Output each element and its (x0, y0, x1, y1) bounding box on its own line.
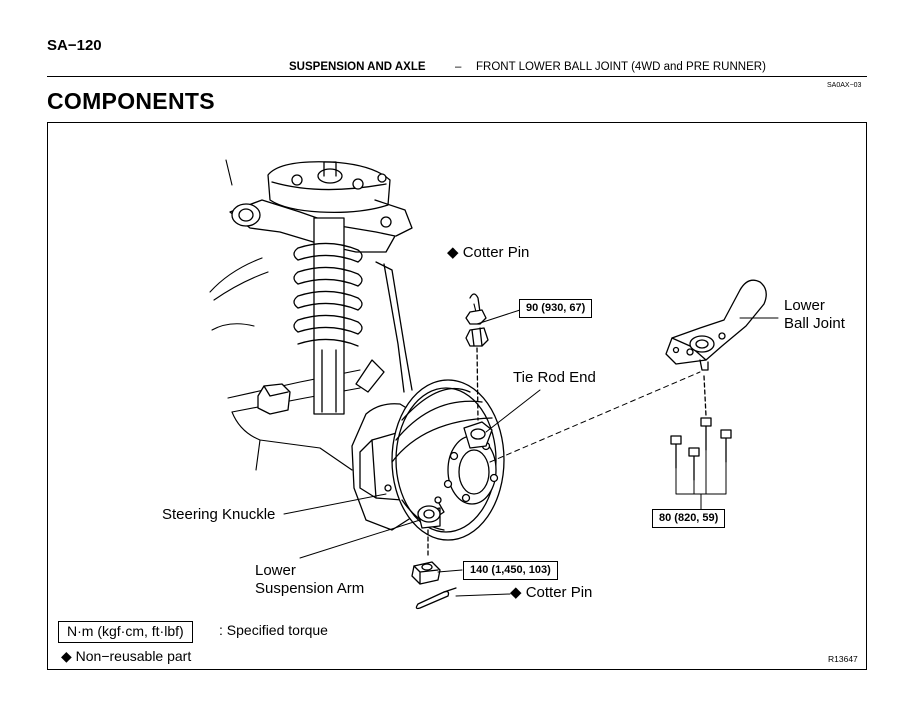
cotter-pin-bottom-label: ◆ Cotter Pin (510, 584, 593, 601)
upper-control-arm (229, 161, 413, 253)
brake-rotor (391, 379, 505, 541)
torque-unit-box: N·m (kgf·cm, ft·lbf) (58, 621, 193, 643)
lower-ball-joint-label-line2: Ball Joint (784, 315, 845, 332)
lower-arm-label-line2: Suspension Arm (255, 580, 365, 597)
alignment-dashed-line (489, 371, 701, 463)
section-title: SUSPENSION AND AXLE (289, 61, 426, 73)
doc-code: SA0AX−03 (827, 82, 862, 89)
steering-knuckle-label: Steering Knuckle (162, 506, 276, 523)
lower-arm-label-line1: Lower (255, 562, 296, 579)
ball-joint-nut (411, 561, 441, 585)
ball-joint-nut-torque: 140 (1,450, 103) (463, 561, 558, 580)
lower-ball-joint-label-line1: Lower (784, 297, 825, 314)
ball-joint-bolts-torque: 80 (820, 59) (652, 509, 726, 528)
cotter-pin-top-label: ◆ Cotter Pin (447, 244, 530, 261)
lower-ball-joint (665, 279, 767, 371)
tie-rod-nut-torque: 90 (930, 67) (519, 299, 593, 318)
subsection-title: FRONT LOWER BALL JOINT (4WD and PRE RUNN… (476, 61, 766, 73)
tie-rod-nut-assembly (465, 293, 489, 421)
header-separator: – (455, 61, 462, 73)
frame-bracket (257, 383, 291, 415)
steering-rod (355, 261, 413, 393)
tie-rod-end (463, 421, 493, 449)
page-title: COMPONENTS (47, 88, 215, 114)
diagram-frame (47, 122, 867, 670)
leader-lines (283, 309, 779, 597)
lower-arm-mount (417, 505, 441, 557)
coil-spring (293, 217, 363, 415)
header-rule (47, 76, 867, 77)
ball-joint-bolts (670, 375, 732, 511)
page-number: SA−120 (47, 37, 102, 54)
cotter-pin-bottom-icon (415, 587, 457, 610)
tie-rod-end-label: Tie Rod End (513, 369, 596, 386)
non-reusable-legend: ◆ Non−reusable part (61, 648, 192, 664)
figure-id: R13647 (828, 654, 858, 664)
torque-unit-description: : Specified torque (219, 622, 328, 638)
